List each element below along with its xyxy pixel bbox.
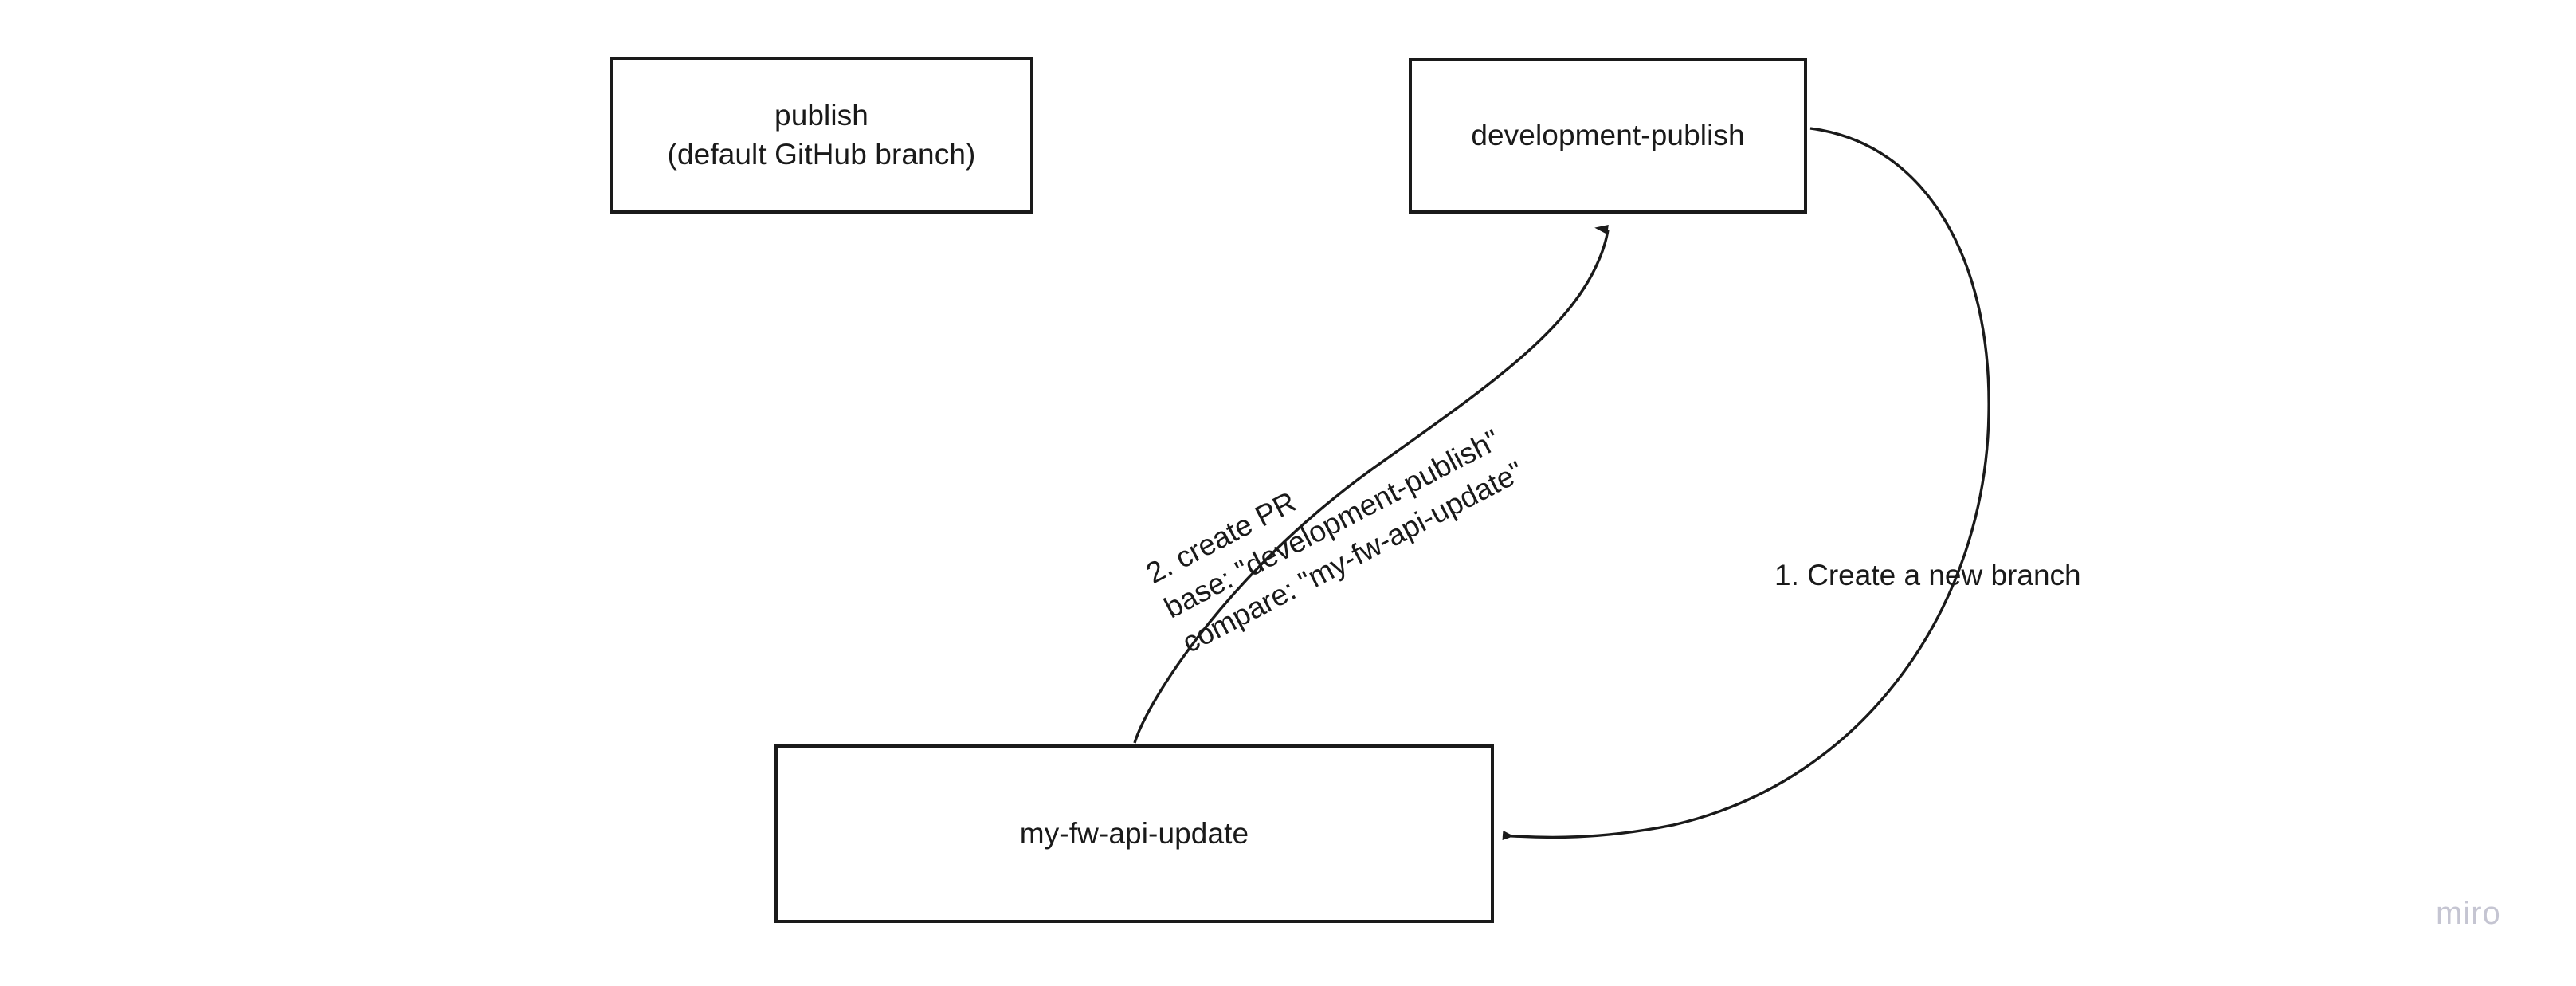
miro-watermark: miro — [2436, 896, 2501, 931]
node-my-fw-api-update[interactable]: my-fw-api-update — [774, 744, 1494, 923]
edge-label-create-branch: 1. Create a new branch — [1774, 559, 2081, 591]
edge-create-pr-path — [1133, 225, 1610, 744]
edge-create-branch-path — [1502, 127, 1990, 840]
node-publish[interactable]: publish (default GitHub branch) — [610, 57, 1033, 214]
node-development-publish[interactable]: development-publish — [1409, 58, 1807, 214]
